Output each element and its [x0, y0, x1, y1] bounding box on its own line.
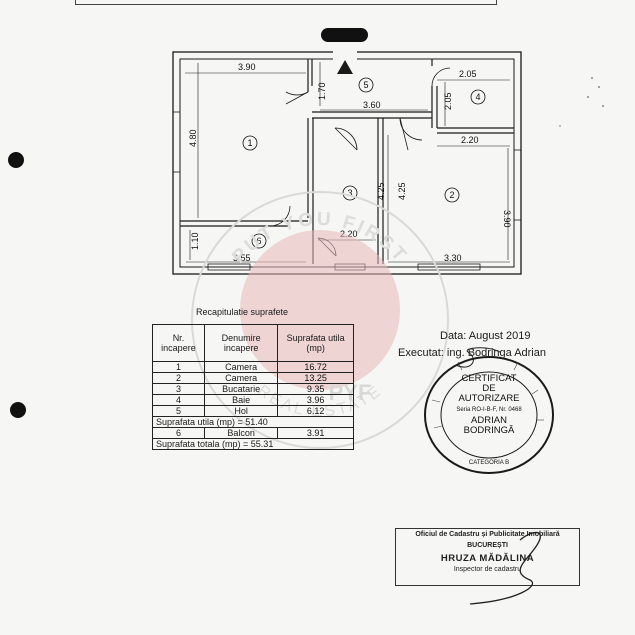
- dim-110: 1.10: [190, 232, 200, 250]
- page-top-border: [75, 0, 497, 5]
- redaction-mark: [321, 28, 368, 42]
- useful-total: Suprafata utila (mp) = 51.40: [152, 416, 354, 428]
- row-name: Camera: [203, 372, 279, 384]
- room-label-5: 5: [363, 80, 368, 90]
- seal-name-2: BODRINGĂ: [463, 425, 515, 436]
- row-nr: 2: [152, 372, 205, 384]
- room-label-3: 3: [347, 188, 352, 198]
- dim-205-side: 2.05: [443, 92, 453, 110]
- dim-220-right: 2.20: [461, 135, 479, 145]
- stamp-line-3: HRUZA MĂDĂLINA: [440, 553, 535, 564]
- room-label-1: 1: [247, 138, 252, 148]
- stamp-line-2: BUCUREȘTI: [467, 542, 508, 549]
- row-name: Camera: [203, 361, 279, 373]
- seal-series: Seria RO-I-B-F, Nr. 0468: [456, 407, 522, 413]
- room-label-4: 4: [475, 92, 480, 102]
- entrance-arrow: [337, 60, 353, 74]
- table-row: 3 Bucatarie 9.35: [152, 383, 354, 395]
- punch-hole: [10, 402, 26, 418]
- row-area: 16.72: [277, 361, 354, 373]
- row-area: 3.91: [277, 427, 354, 439]
- dim-425-a: 4.25: [376, 182, 386, 200]
- window: [513, 149, 522, 221]
- seal-name-1: ADRIAN: [471, 415, 507, 426]
- row-area: 6.12: [277, 405, 354, 417]
- header-name: Denumire incapere: [203, 324, 279, 362]
- row-area: 9.35: [277, 383, 354, 395]
- dim-330: 3.30: [444, 253, 462, 263]
- room-label-2: 2: [449, 190, 454, 200]
- dim-480: 4.80: [188, 129, 198, 147]
- seal-line-1: CERTIFICAT: [461, 373, 517, 384]
- room-label-6: 6: [256, 236, 261, 246]
- row-nr: 3: [152, 383, 205, 395]
- seal-line-3: AUTORIZARE: [458, 393, 520, 404]
- dim-355: 3.55: [233, 253, 251, 263]
- row-name: Bucatarie: [203, 383, 279, 395]
- header-nr: Nr. incapere: [152, 324, 205, 362]
- row-nr: 6: [152, 427, 205, 439]
- header-area: Suprafata utila (mp): [277, 324, 354, 362]
- cadastre-stamp: Oficiul de Cadastru și Publicitate Imobi…: [395, 528, 580, 586]
- dim-220-mid: 2.20: [340, 229, 358, 239]
- window: [172, 111, 181, 173]
- dim-205-top: 2.05: [459, 69, 477, 79]
- dim-390-top: 3.90: [238, 62, 256, 72]
- table-row: 4 Baie 3.96: [152, 394, 354, 406]
- row-name: Baie: [203, 394, 279, 406]
- area-summary-table: Nr. incapere Denumire incapere Suprafata…: [152, 324, 354, 450]
- row-nr: 1: [152, 361, 205, 373]
- useful-total-row: Suprafata utila (mp) = 51.40: [152, 416, 354, 428]
- row-name: Hol: [203, 405, 279, 417]
- authorization-seal: CERTIFICAT DE AUTORIZARE Seria RO-I-B-F,…: [418, 350, 560, 480]
- row-nr: 4: [152, 394, 205, 406]
- outer-wall: [172, 51, 522, 275]
- dim-390-right: 3.90: [502, 210, 512, 228]
- dim-170: 1.70: [317, 82, 327, 100]
- date-label: Data: August 2019: [440, 330, 531, 342]
- stamp-line-4: Inspector de cadastru: [453, 566, 522, 573]
- table-row: 5 Hol 6.12: [152, 405, 354, 417]
- summary-title: Recapitulatie suprafete: [196, 307, 289, 317]
- grand-total: Suprafata totala (mp) = 55.31: [152, 438, 354, 450]
- grand-total-row: Suprafata totala (mp) = 55.31: [152, 438, 354, 450]
- table-header-row: Nr. incapere Denumire incapere Suprafata…: [152, 324, 354, 362]
- dim-360: 3.60: [363, 100, 381, 110]
- table-row: 1 Camera 16.72: [152, 361, 354, 373]
- table-row: 6 Balcon 3.91: [152, 427, 354, 439]
- punch-hole: [8, 152, 24, 168]
- stamp-line-1: Oficiul de Cadastru și Publicitate Imobi…: [415, 531, 560, 538]
- row-nr: 5: [152, 405, 205, 417]
- table-row: 2 Camera 13.25: [152, 372, 354, 384]
- seal-line-2: DE: [482, 383, 496, 394]
- row-area: 3.96: [277, 394, 354, 406]
- row-name: Balcon: [203, 427, 279, 439]
- seal-category: CATEGORIA B: [468, 460, 510, 466]
- row-area: 13.25: [277, 372, 354, 384]
- dim-425-b: 4.25: [397, 182, 407, 200]
